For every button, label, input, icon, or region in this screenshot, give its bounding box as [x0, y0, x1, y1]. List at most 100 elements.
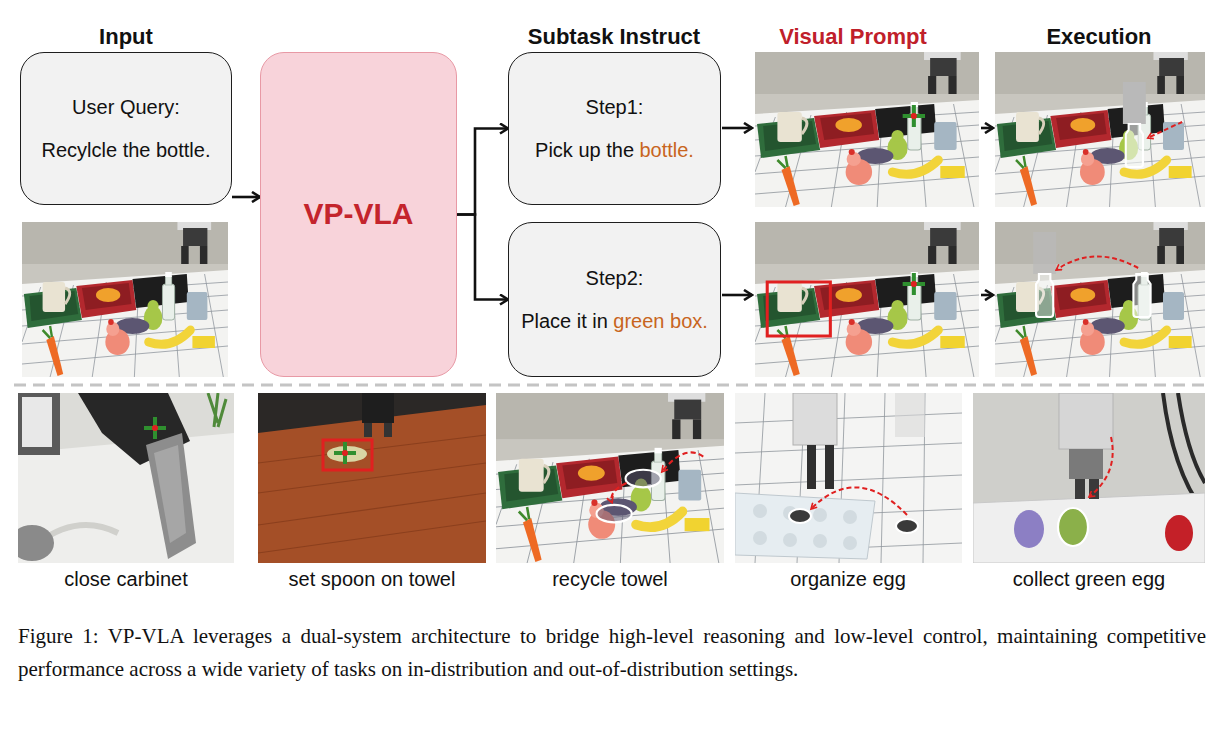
- node-text: Place it in: [521, 310, 608, 332]
- flow-arrow-part: [981, 294, 993, 297]
- execution-photo-part: [1036, 274, 1053, 317]
- task-photo-part: [807, 445, 816, 489]
- task-photo: [258, 393, 486, 563]
- task-label: recycle towel: [490, 568, 730, 591]
- task-photo-part-part: [735, 413, 962, 423]
- flow-arrow: [457, 129, 508, 215]
- task-label: close carbinet: [6, 568, 246, 591]
- node-text: green box.: [613, 310, 708, 332]
- flow-arrow: [457, 215, 508, 300]
- flow-arrow-part: [981, 127, 993, 130]
- subtask-box: Step1: Pick up thebottle.: [508, 52, 721, 205]
- flow-arrow: [232, 196, 260, 199]
- text-line: Step2:: [586, 267, 644, 290]
- execution-photo-part: [1033, 232, 1056, 274]
- task-photo-part-part: [753, 504, 767, 518]
- task-photo-part: [1165, 515, 1193, 551]
- text-line: Step1:: [586, 96, 644, 119]
- visual-prompt-photo-part: [755, 218, 979, 377]
- task-photo: [496, 389, 724, 563]
- visual-prompt-photo: [755, 218, 979, 377]
- task-photo-part-part: [735, 443, 962, 453]
- execution-photo-part: [995, 218, 1205, 377]
- text-line: VP-VLA: [303, 197, 413, 232]
- visual-prompt-photo-part: [755, 48, 979, 207]
- task-photo-part: [1069, 449, 1103, 479]
- task-photo-part: [258, 435, 486, 553]
- task-photo-part: [1075, 479, 1085, 499]
- task-label: organize egg: [728, 568, 968, 591]
- task-photo-part: [1058, 508, 1088, 546]
- task-photo: [973, 393, 1205, 563]
- task-photo-part: [825, 445, 834, 489]
- task-photo-part: [626, 470, 661, 488]
- task-photo-part: [334, 442, 356, 464]
- task-photo-part-part: [258, 493, 486, 525]
- task-photo-part: [789, 509, 811, 523]
- text-line: Pick up thebottle.: [535, 139, 694, 162]
- task-label: collect green egg: [969, 568, 1209, 591]
- task-photo-part: [323, 440, 372, 470]
- column-heading: Visual Prompt: [733, 24, 973, 50]
- input-box: User Query: Recylcle the bottle.: [20, 52, 232, 205]
- task-photo-part: [154, 445, 186, 543]
- visual-prompt-photo-part: [903, 273, 925, 295]
- task-photo-part: [597, 505, 632, 523]
- task-photo-part-part: [783, 533, 797, 547]
- subtask-box: Step2: Place it ingreen box.: [508, 222, 721, 377]
- task-photo-part: [611, 483, 626, 503]
- flow-arrow-part: [722, 294, 752, 297]
- task-photo-part-part: [881, 393, 885, 563]
- node-heading: User Query:: [72, 96, 180, 118]
- task-photo-part: [496, 389, 724, 563]
- task-photo-part: [735, 393, 962, 563]
- task-photo-part: [146, 433, 196, 559]
- task-photo-part: [144, 417, 166, 439]
- node-text: Recylcle the bottle.: [42, 139, 211, 161]
- input-photo: [22, 218, 228, 377]
- task-photo-part-part: [258, 521, 486, 553]
- execution-photo-part: [1056, 256, 1138, 270]
- execution-photo-part: [1148, 122, 1182, 138]
- task-photo-part-part: [843, 536, 857, 550]
- column-heading: Subtask Instruct: [494, 24, 734, 50]
- task-photo-part: [364, 423, 372, 437]
- task-photo-part: [662, 452, 703, 472]
- flow-arrow: [722, 128, 993, 295]
- execution-photo-part: [1126, 124, 1143, 167]
- visual-prompt-photo-part: [903, 105, 925, 127]
- task-photo-part: [384, 423, 392, 437]
- task-label: set spoon on towel: [252, 568, 492, 591]
- execution-photo-part: [1123, 82, 1146, 124]
- task-photo-part: [362, 393, 394, 423]
- model-box: VP-VLA: [260, 52, 457, 377]
- task-photo-part: [735, 393, 962, 563]
- text-line: User Query:: [72, 96, 180, 119]
- node-heading: VP-VLA: [303, 197, 413, 230]
- task-photo-part: [258, 405, 486, 563]
- task-photo-part-part: [735, 475, 962, 485]
- node-text: Pick up the: [535, 139, 634, 161]
- column-heading: Input: [6, 24, 246, 50]
- task-photo-part: [208, 393, 226, 427]
- task-photo-part: [793, 393, 837, 445]
- task-photo-part: [735, 493, 875, 559]
- execution-photo: [995, 48, 1205, 207]
- task-photo-part-part: [753, 531, 767, 545]
- task-photo: [735, 393, 962, 563]
- visual-prompt-photo-part: [767, 282, 830, 336]
- task-photo-part-part: [813, 534, 827, 548]
- input-photo-part: [22, 218, 228, 377]
- task-photo-part: [896, 519, 918, 533]
- task-photo-part: [753, 504, 857, 550]
- task-photo-part: [973, 493, 1205, 563]
- task-photo-part-part: [843, 510, 857, 524]
- task-photo-part: [895, 393, 925, 437]
- execution-photo-part: [1133, 274, 1150, 317]
- node-heading: Step1:: [586, 96, 644, 118]
- figure-caption: Figure 1: VP-VLA leverages a dual-system…: [18, 620, 1206, 686]
- task-photo-part: [18, 393, 60, 455]
- text-line: Place it ingreen box.: [521, 310, 708, 333]
- node-text: bottle.: [639, 139, 693, 161]
